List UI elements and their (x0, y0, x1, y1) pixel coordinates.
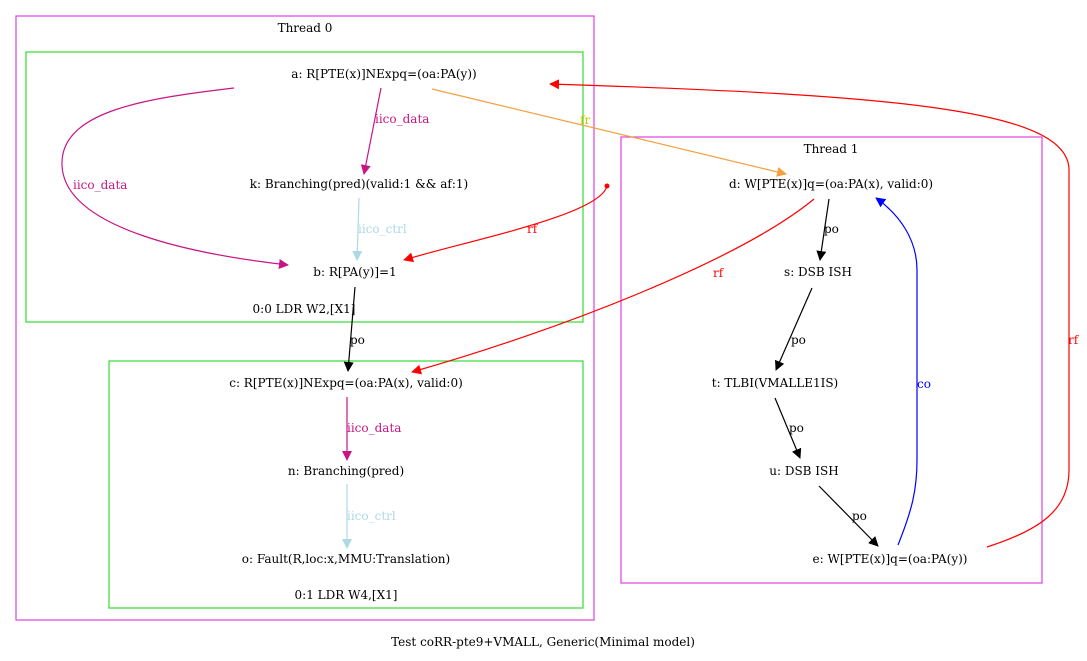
edge-a-b-label: iico_data (73, 178, 127, 192)
edge-s-t (775, 287, 813, 371)
edge-init-b (403, 185, 608, 263)
instr1-title: 0:1 LDR W4,[X1] (295, 588, 398, 602)
node-d: d: W[PTE(x)]q=(oa:PA(x), valid:0) (729, 177, 933, 191)
edge-a-k-label: iico_data (375, 112, 429, 126)
edge-c-n-label: iico_data (347, 421, 401, 435)
edge-e-a-label: rf (1068, 333, 1080, 347)
edge-n-o-label: iico_ctrl (347, 509, 396, 523)
edge-a-d-label: fr (580, 113, 590, 127)
edge-b-c-label: po (350, 333, 365, 347)
node-c: c: R[PTE(x)]NExpq=(oa:PA(x), valid:0) (229, 376, 463, 390)
node-b: b: R[PA(y)]=1 (313, 265, 396, 279)
edge-a-b (61, 87, 289, 269)
edge-u-e-label: po (852, 509, 867, 523)
edge-k-b (352, 197, 363, 261)
node-t: t: TLBI(VMALLE1IS) (712, 376, 839, 390)
thread0-title: Thread 0 (278, 21, 333, 35)
edge-d-c (411, 198, 815, 375)
node-o: o: Fault(R,loc:x,MMU:Translation) (242, 552, 450, 566)
edge-b-c (343, 286, 356, 372)
thread0-cluster (15, 15, 595, 621)
node-e: e: W[PTE(x)]q=(oa:PA(y)) (813, 552, 968, 566)
edge-e-d (875, 197, 918, 546)
thread1-title: Thread 1 (804, 142, 859, 156)
edge-init-b-label: rf (527, 222, 539, 236)
node-n: n: Branching(pred) (288, 464, 404, 478)
edge-e-d-label: co (917, 377, 931, 391)
instr0-cluster (25, 51, 584, 323)
node-u: u: DSB ISH (769, 464, 839, 478)
instr0-title: 0:0 LDR W2,[X1] (253, 302, 356, 316)
edge-a-k (360, 87, 382, 175)
edge-e-a (549, 79, 1070, 548)
edge-d-s-label: po (824, 222, 839, 236)
edge-u-e (818, 485, 879, 547)
node-s: s: DSB ISH (784, 265, 852, 279)
edge-t-u (774, 397, 802, 459)
edge-s-t-label: po (791, 333, 806, 347)
edge-k-b-label: iico_ctrl (358, 222, 407, 236)
instr1-cluster (108, 360, 584, 609)
edge-t-u-label: po (789, 421, 804, 435)
edge-a-d (431, 88, 787, 177)
edge-d-s (816, 198, 830, 261)
edge-d-c-label: rf (713, 266, 725, 280)
diagram-caption: Test coRR-pte9+VMALL, Generic(Minimal mo… (391, 635, 695, 649)
node-k: k: Branching(pred)(valid:1 && af:1) (250, 177, 468, 191)
node-a: a: R[PTE(x)]NExpq=(oa:PA(y)) (291, 67, 476, 81)
thread1-cluster (620, 136, 1043, 584)
